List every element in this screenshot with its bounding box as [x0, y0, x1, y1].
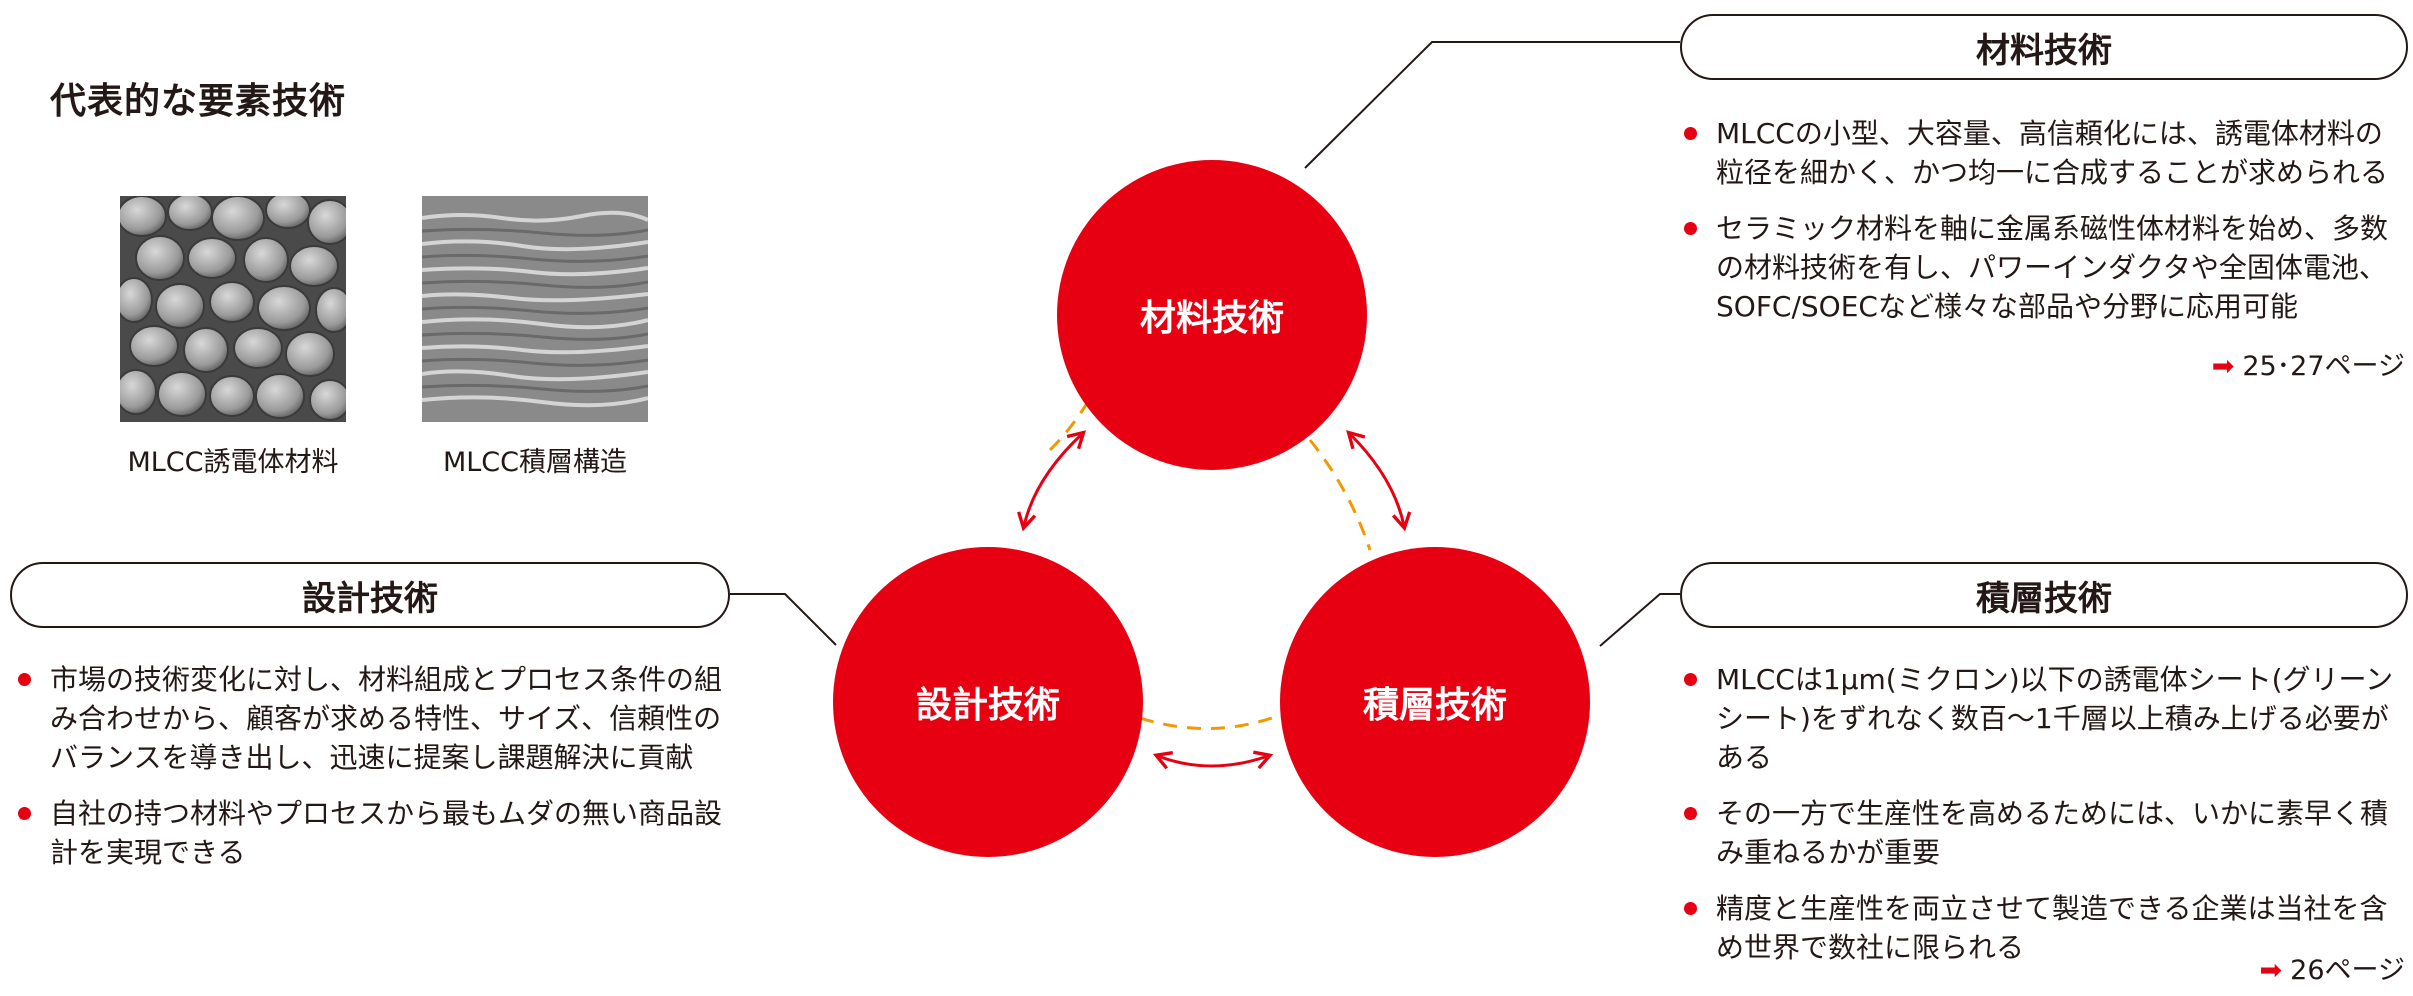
lamination-bullet-list: MLCCは1μm(ミクロン)以下の誘電体シート(グリーンシート)をずれなく数百～… [1680, 660, 2410, 984]
lamination-leader-line [1599, 593, 1680, 647]
lamination-page-reference: ➡26ページ [2259, 955, 2405, 986]
lamination-structure-micrograph [421, 196, 649, 422]
lamination-section-title: 積層技術 [1680, 562, 2408, 628]
material-section-title: 材料技術 [1680, 14, 2408, 80]
material-leader-line [1304, 41, 1680, 169]
dielectric-material-micrograph [115, 191, 353, 422]
arrow-right-icon: ➡ [2211, 351, 2235, 382]
bullet-item: MLCCは1μm(ミクロン)以下の誘電体シート(グリーンシート)をずれなく数百～… [1680, 660, 2410, 777]
bullet-item: 市場の技術変化に対し、材料組成とプロセス条件の組み合わせから、顧客が求める特性、… [14, 660, 734, 777]
page-heading: 代表的な要素技術 [50, 81, 347, 122]
dashed-ring-bottom [1139, 714, 1279, 730]
bullet-item: MLCCの小型、大容量、高信頼化には、誘電体材料の粒径を細かく、かつ均一に合成す… [1680, 114, 2410, 192]
material-bullet-list: MLCCの小型、大容量、高信頼化には、誘電体材料の粒径を細かく、かつ均一に合成す… [1680, 114, 2410, 343]
design-bullet-list: 市場の技術変化に対し、材料組成とプロセス条件の組み合わせから、顧客が求める特性、… [14, 660, 734, 889]
dashed-ring-right [1308, 439, 1372, 551]
design-leader-line [730, 593, 837, 646]
arrow-right-icon: ➡ [2259, 955, 2283, 986]
bullet-item: セラミック材料を軸に金属系磁性体材料を始め、多数の材料技術を有し、パワーインダク… [1680, 209, 2410, 326]
design-section-title: 設計技術 [10, 562, 730, 628]
bullet-item: その一方で生産性を高めるためには、いかに素早く積み重ねるかが重要 [1680, 794, 2410, 872]
lamination-technology-circle: 積層技術 [1280, 547, 1590, 857]
material-technology-circle: 材料技術 [1057, 160, 1367, 470]
image-caption: MLCC積層構造 [442, 447, 628, 478]
bullet-item: 自社の持つ材料やプロセスから最もムダの無い商品設計を実現できる [14, 794, 734, 872]
design-technology-circle: 設計技術 [833, 547, 1143, 857]
bullet-item: 精度と生産性を両立させて製造できる企業は当社を含め世界で数社に限られる [1680, 889, 2410, 967]
image-caption: MLCC誘電体材料 [127, 447, 339, 478]
material-page-reference: ➡25･27ページ [2211, 351, 2405, 382]
double-arrow-material-design [1017, 430, 1087, 532]
double-arrow-design-lamination [1152, 750, 1274, 770]
double-arrow-material-lamination [1346, 430, 1412, 532]
